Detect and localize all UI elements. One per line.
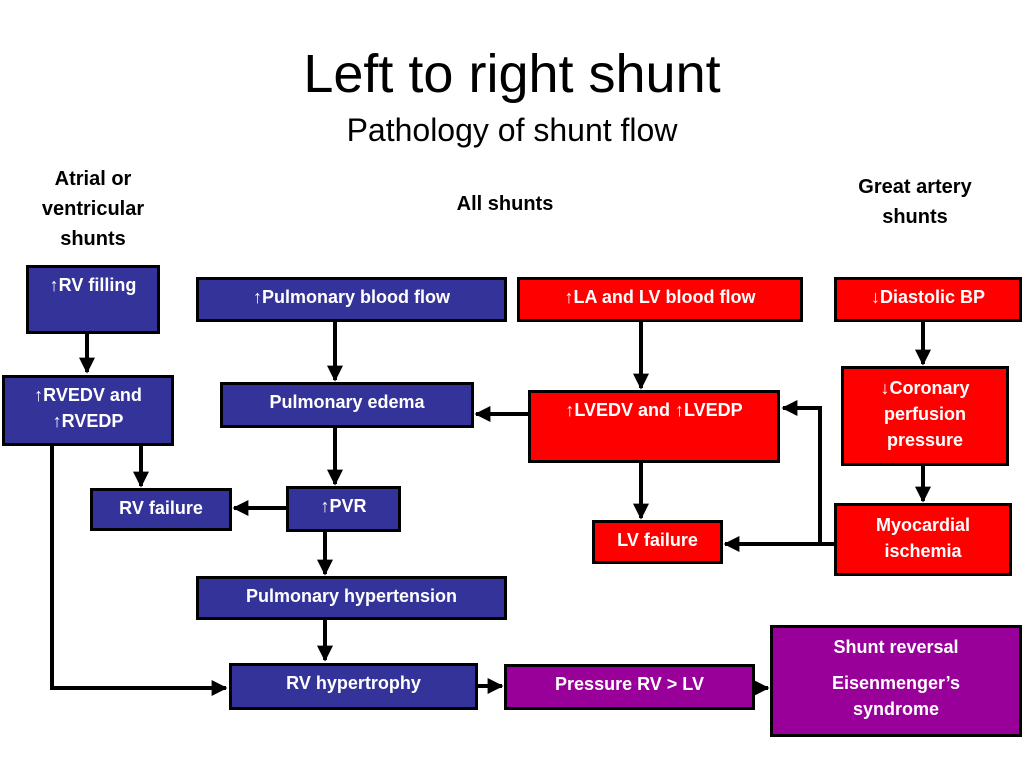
box-pulmonary-hypertension: Pulmonary hypertension — [196, 576, 507, 620]
box-myocardial-ischemia: Myocardial ischemia — [834, 503, 1012, 576]
box-la-lv-blood-flow: ↑LA and LV blood flow — [517, 277, 803, 322]
box-pulmonary-edema: Pulmonary edema — [220, 382, 474, 428]
header-atrial-ventricular: Atrial or ventricular shunts — [41, 168, 145, 250]
box-rv-failure: RV failure — [90, 488, 232, 531]
arrow-ischemia-to-lvedv — [781, 400, 822, 544]
shunt-reversal-label: Shunt reversal — [833, 637, 959, 657]
box-diastolic-bp: ↓Diastolic BP — [834, 277, 1022, 322]
box-coronary-perfusion: ↓Coronary perfusion pressure — [841, 366, 1009, 466]
box-pulmonary-blood-flow: ↑Pulmonary blood flow — [196, 277, 507, 322]
arrow-rvedv-to-rvhypertrophy — [50, 446, 228, 696]
slide-title: Left to right shunt — [303, 44, 721, 104]
box-pressure-rv-lv: Pressure RV > LV — [504, 664, 755, 710]
box-lv-failure: LV failure — [592, 520, 723, 564]
box-rv-hypertrophy: RV hypertrophy — [229, 663, 478, 710]
slide-subtitle: Pathology of shunt flow — [346, 112, 678, 148]
box-rv-filling: ↑RV filling — [26, 265, 160, 334]
header-all-shunts: All shunts — [456, 193, 554, 215]
box-rvedv-rvedp: ↑RVEDV and ↑RVEDP — [2, 375, 174, 446]
eisenmenger-label: Eisenmenger’s syndrome — [831, 673, 961, 719]
header-great-artery: Great artery shunts — [858, 176, 972, 228]
box-lvedv-lvedp: ↑LVEDV and ↑LVEDP — [528, 390, 780, 463]
box-pvr: ↑PVR — [286, 486, 401, 532]
box-shunt-reversal: Shunt reversal Eisenmenger’s syndrome — [770, 625, 1022, 737]
